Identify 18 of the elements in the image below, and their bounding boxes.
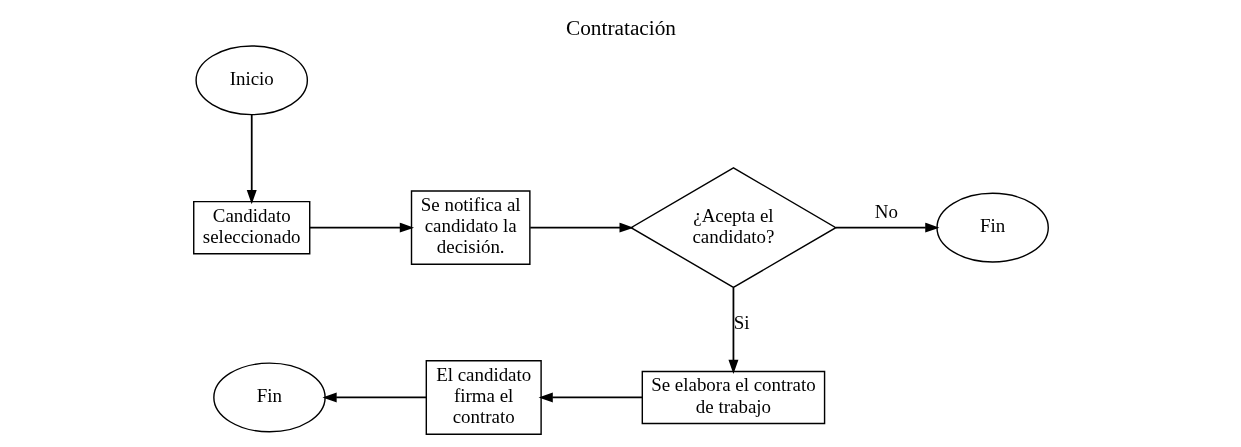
node-box: Se notifica al candidato la decisión.: [410, 190, 531, 266]
node-diamond: ¿Acepta el candidato?: [629, 167, 837, 289]
node-ellipse: Fin: [212, 362, 326, 433]
arrow: [308, 222, 414, 233]
arrow: [834, 222, 939, 233]
node-box: Se elabora el contrato de trabajo: [641, 370, 825, 425]
arrow: [538, 392, 643, 403]
arrow: [321, 392, 427, 403]
node-box: El candidato firma el contrato: [425, 360, 542, 435]
diagram-title: Contratación: [565, 15, 676, 40]
arrow: [528, 222, 634, 233]
edge-label: No: [874, 200, 898, 222]
arrow: [246, 113, 257, 205]
arrow: [727, 287, 738, 375]
edge-label: Si: [733, 311, 750, 333]
node-box: Candidato seleccionado: [192, 200, 310, 255]
node-ellipse: Inicio: [194, 45, 308, 116]
node-ellipse: Fin: [935, 192, 1049, 263]
